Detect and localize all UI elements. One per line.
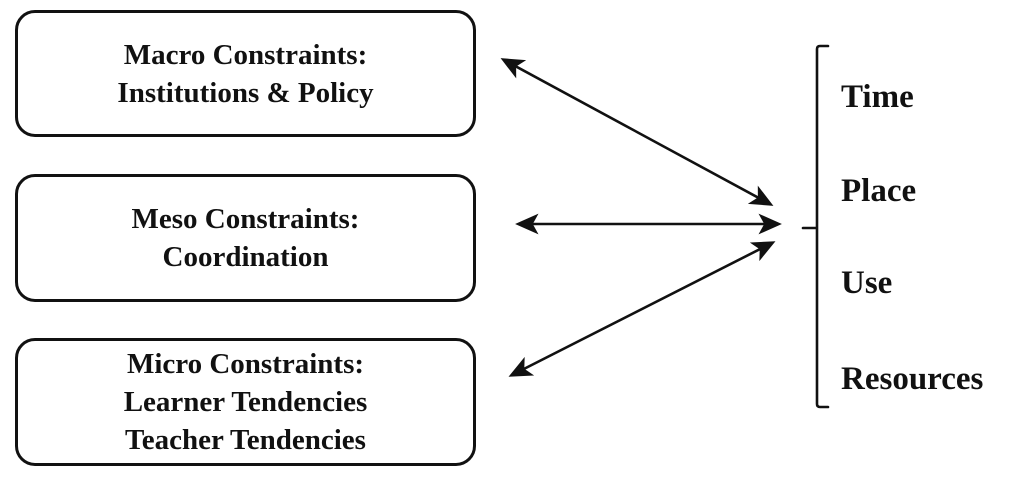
macro-box-line-1: Macro Constraints: <box>123 38 368 71</box>
bracket <box>801 44 830 409</box>
bracket-label-place: Place <box>841 173 917 209</box>
meso-box-line-1: Meso Constraints: <box>131 203 360 235</box>
bracket-label-use: Use <box>841 265 893 301</box>
micro-box-line-3: Teacher Tendencies <box>125 424 366 456</box>
macro-constraints-box: Macro Constraints: Institutions & Policy <box>15 10 476 137</box>
macro-bracket-arrow <box>500 58 774 206</box>
meso-constraints-box: Meso Constraints: Coordination <box>15 174 476 302</box>
bracket-label-resources: Resources <box>841 361 984 397</box>
macro-box-line-2: Institutions & Policy <box>117 76 374 109</box>
bracket-label-time: Time <box>841 79 914 115</box>
micro-constraints-box: Micro Constraints: Learner Tendencies Te… <box>15 338 476 466</box>
micro-bracket-arrow <box>508 241 776 377</box>
micro-box-line-2: Learner Tendencies <box>123 386 368 418</box>
meso-box-line-2: Coordination <box>162 241 329 273</box>
micro-box-line-1: Micro Constraints: <box>126 348 365 380</box>
